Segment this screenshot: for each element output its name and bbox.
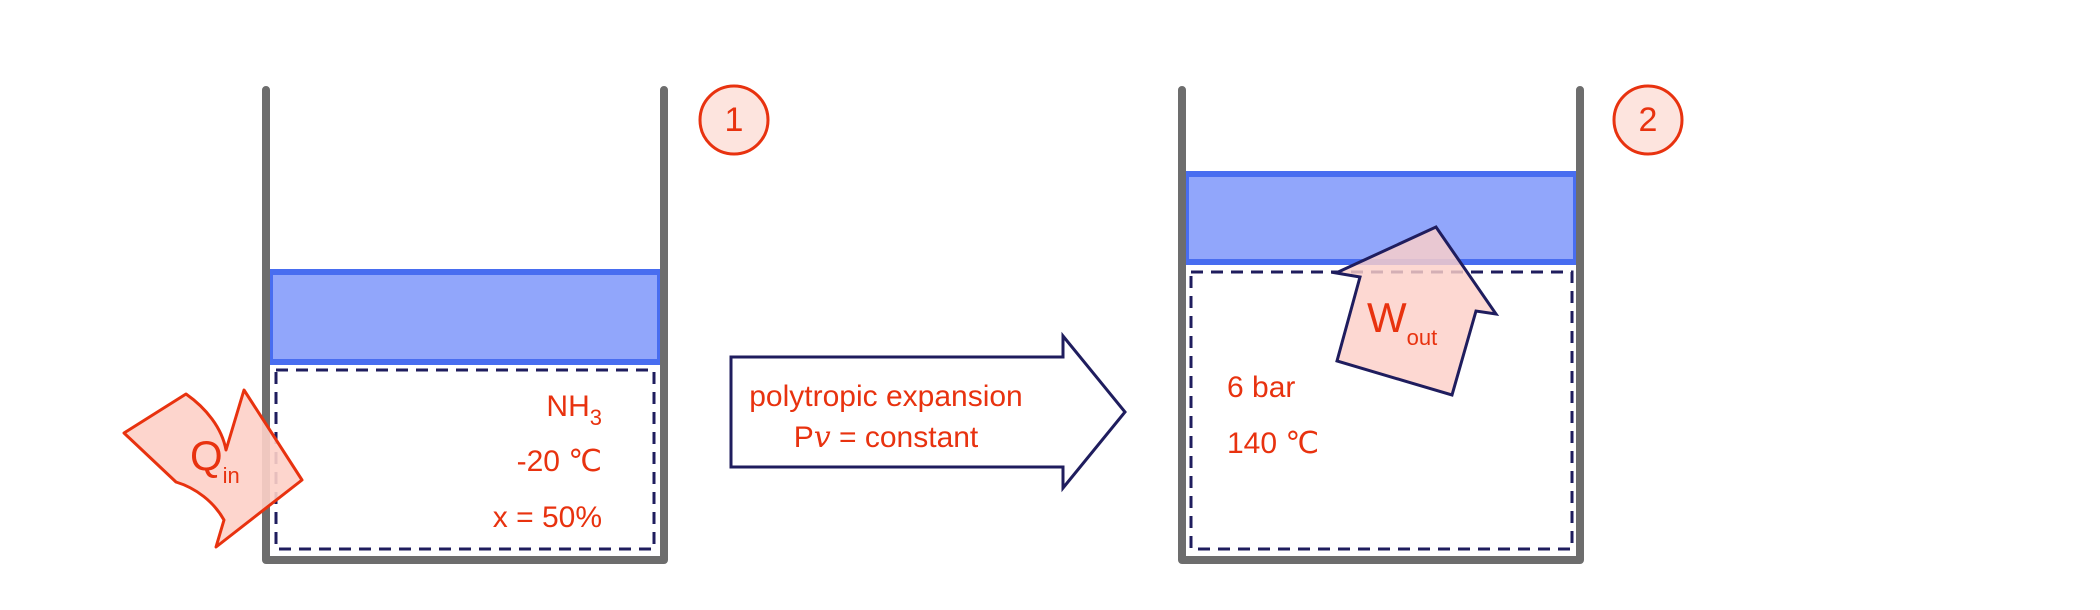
heat-in-main: Q [190,432,223,479]
cylinder-state-1: 1 NH3 -20 ℃ x = 50% Qin [122,84,770,564]
state-1-temperature: -20 ℃ [517,445,602,478]
piston-2 [1183,171,1579,265]
process-relation: Pv = constant [794,420,979,455]
work-out-label: Wout [1367,294,1437,350]
state-2-temperature: 140 ℃ [1227,427,1319,460]
process-relation-rest: = constant [831,421,979,454]
substance-label: NH3 [546,390,602,430]
state-number-2: 2 [1639,101,1658,139]
state-1-quality: x = 50% [493,501,602,534]
cylinder-walls-1 [262,86,668,564]
state-marker-1 [698,84,770,156]
heat-in-label: Qin [190,432,240,488]
work-out-subscript: out [1407,325,1438,350]
heat-in-arrow [122,388,304,549]
work-out-main: W [1367,294,1407,341]
cylinder-walls-2 [1178,86,1584,564]
heat-in-subscript: in [223,463,240,488]
process-name: polytropic expansion [749,380,1023,413]
work-out-arrow [1330,225,1500,397]
state-marker-2 [1612,84,1684,156]
substance-main: NH [546,390,589,423]
substance-subscript: 3 [590,405,602,430]
process-relation-p: P [794,421,814,454]
piston-1 [267,269,663,365]
cylinder-state-2: 2 6 bar 140 ℃ Wout [1178,84,1684,564]
process-arrow: polytropic expansion Pv = constant [729,331,1127,493]
process-relation-v: v [814,420,831,455]
state-2-pressure: 6 bar [1227,371,1295,404]
process-arrow-shape [729,331,1127,493]
state-number-1: 1 [725,101,744,139]
